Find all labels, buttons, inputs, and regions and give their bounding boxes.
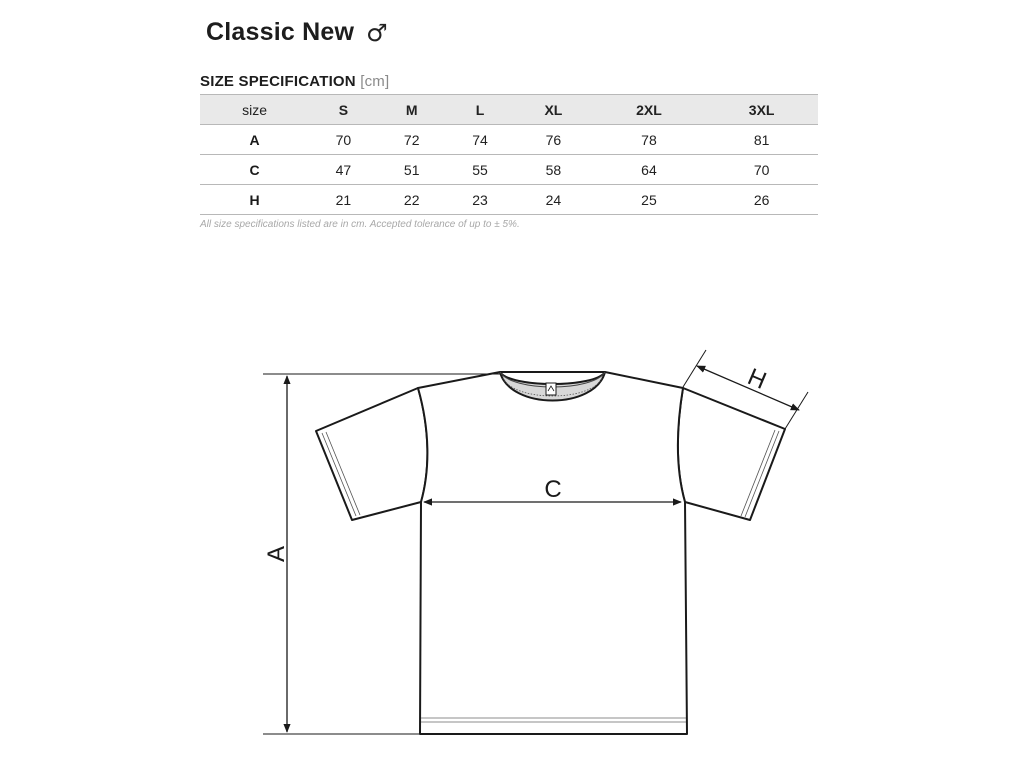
table-cell: 51 bbox=[377, 154, 446, 185]
table-cell: 72 bbox=[377, 124, 446, 155]
size-table-header-row: size S M L XL 2XL 3XL bbox=[200, 94, 818, 125]
size-table: size S M L XL 2XL 3XL A 70 72 74 76 78 8… bbox=[200, 94, 818, 215]
label-c: C bbox=[544, 476, 561, 503]
spec-unit: [cm] bbox=[360, 73, 390, 90]
table-cell: 76 bbox=[514, 124, 593, 155]
table-cell: 78 bbox=[592, 124, 706, 155]
column-header-2xl: 2XL bbox=[592, 94, 706, 125]
column-header-xl: XL bbox=[514, 94, 593, 125]
table-cell: 22 bbox=[377, 184, 446, 215]
tshirt-outline-icon bbox=[315, 371, 786, 735]
tolerance-note: All size specifications listed are in cm… bbox=[200, 219, 520, 230]
label-h: H bbox=[744, 363, 771, 395]
table-cell: 55 bbox=[445, 154, 515, 185]
column-header-3xl: 3XL bbox=[705, 94, 818, 125]
table-row-a: A 70 72 74 76 78 81 bbox=[200, 124, 818, 155]
table-cell: 70 bbox=[309, 124, 378, 155]
row-label: H bbox=[200, 184, 310, 215]
spec-heading-text: SIZE SPECIFICATION bbox=[200, 73, 356, 90]
row-label: C bbox=[200, 154, 310, 185]
measurement-a: A bbox=[263, 373, 500, 735]
column-header-l: L bbox=[445, 94, 515, 125]
table-cell: 47 bbox=[309, 154, 378, 185]
product-name: Classic New bbox=[206, 18, 355, 46]
table-cell: 64 bbox=[592, 154, 706, 185]
collar-rib bbox=[499, 371, 606, 402]
column-header-size: size bbox=[200, 94, 310, 125]
table-cell: 70 bbox=[705, 154, 818, 185]
table-cell: 74 bbox=[445, 124, 515, 155]
table-cell: 23 bbox=[445, 184, 515, 215]
size-specification-heading: SIZE SPECIFICATION [cm] bbox=[200, 73, 389, 90]
table-cell: 26 bbox=[705, 184, 818, 215]
sleeve-stitching bbox=[321, 429, 780, 518]
column-header-s: S bbox=[309, 94, 378, 125]
table-row-c: C 47 51 55 58 64 70 bbox=[200, 154, 818, 185]
row-label: A bbox=[200, 124, 310, 155]
table-cell: 21 bbox=[309, 184, 378, 215]
measurement-c: C bbox=[423, 476, 682, 506]
table-cell: 58 bbox=[514, 154, 593, 185]
label-a: A bbox=[263, 546, 290, 562]
table-cell: 24 bbox=[514, 184, 593, 215]
table-cell: 81 bbox=[705, 124, 818, 155]
column-header-m: M bbox=[377, 94, 446, 125]
table-cell: 25 bbox=[592, 184, 706, 215]
product-title: Classic New ♂ bbox=[206, 18, 388, 47]
hem-stitching bbox=[421, 717, 686, 723]
table-row-h: H 21 22 23 24 25 26 bbox=[200, 184, 818, 215]
male-symbol-icon: ♂ bbox=[366, 18, 388, 47]
